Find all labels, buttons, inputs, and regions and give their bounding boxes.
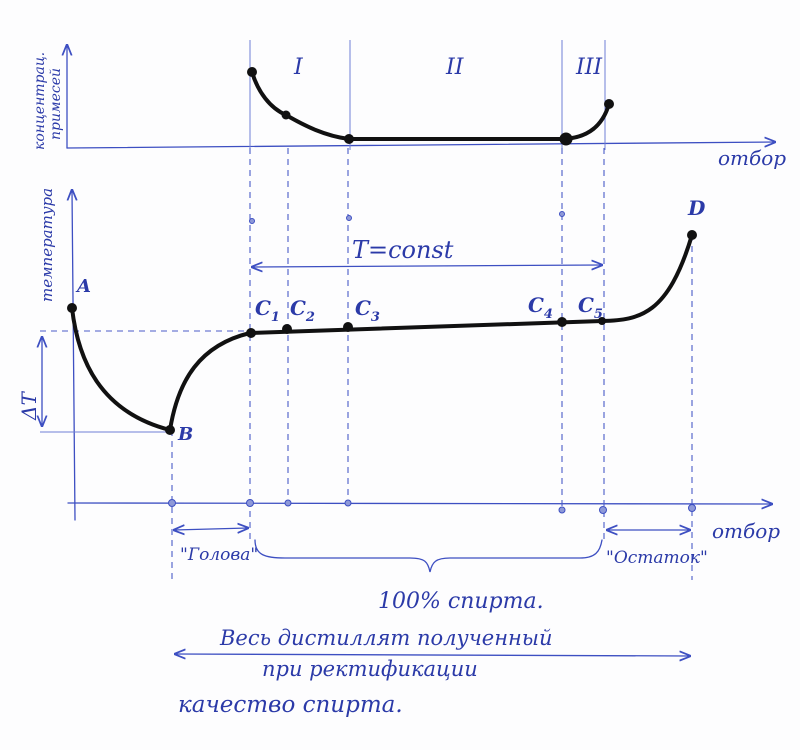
point-d <box>687 230 697 240</box>
t-const-arrow <box>252 265 602 267</box>
head-label: "Голова" <box>180 545 258 565</box>
axis-mark-c5 <box>599 506 607 514</box>
main-x-label: отбор <box>712 519 780 543</box>
top-y-label-line1: концентрац. <box>32 52 48 150</box>
label-c2: C2 <box>290 296 315 325</box>
point-b <box>165 425 175 435</box>
impurity-curve <box>250 70 611 141</box>
temperature-curve <box>70 233 694 432</box>
point-c2 <box>282 324 292 334</box>
delta-t-label: ΔT <box>17 391 41 421</box>
head-arrow <box>174 528 248 530</box>
alcohol-100-label: 100% спирта. <box>378 589 544 614</box>
label-a: A <box>75 276 91 297</box>
axis-mark-c2 <box>284 499 292 507</box>
label-c1: C1 <box>255 296 280 325</box>
quality-label: качество спирта. <box>178 692 403 718</box>
mark-c1-upper <box>249 218 255 224</box>
distillate-arrow <box>175 654 690 656</box>
label-d: D <box>687 196 706 220</box>
label-b: B <box>177 424 193 445</box>
impurity-point-c3 <box>344 134 354 144</box>
zone-label-2: II <box>445 55 465 80</box>
axis-mark-b <box>168 499 176 507</box>
axis-mark-c3 <box>344 499 352 507</box>
impurity-point-c2 <box>281 110 291 120</box>
distillate-label-line2: при ректификации <box>262 657 478 681</box>
main-y-axis <box>72 190 75 521</box>
t-const-label: T=const <box>352 236 454 264</box>
point-c3 <box>343 322 353 332</box>
main-y-label: температура <box>38 188 56 302</box>
point-c5 <box>598 317 606 325</box>
label-c5: C5 <box>578 293 603 322</box>
impurity-point-c4 <box>559 132 573 146</box>
axis-mark-c4 <box>558 506 566 514</box>
impurity-point-c1 <box>247 67 257 77</box>
mark-c4-upper <box>559 211 565 217</box>
main-x-axis <box>67 503 772 504</box>
residue-label: "Остаток" <box>606 548 708 568</box>
point-c1 <box>246 328 256 338</box>
top-x-axis <box>66 142 775 149</box>
distillate-label-line1: Весь дистиллят полученный <box>219 626 553 650</box>
zone-label-1: I <box>293 55 304 80</box>
top-y-label-line2: примесей <box>48 68 64 140</box>
point-a <box>67 303 77 313</box>
axis-mark-d <box>688 504 696 512</box>
top-x-label: отбор <box>718 146 786 170</box>
alcohol-brace <box>254 539 603 573</box>
mark-c3-upper <box>346 215 352 221</box>
zone-label-3: III <box>575 55 603 80</box>
label-c4: C4 <box>528 293 553 322</box>
point-c4 <box>557 317 567 327</box>
impurity-point-c5 <box>604 99 614 109</box>
axis-mark-c1 <box>246 499 254 507</box>
label-c3: C3 <box>355 296 380 325</box>
